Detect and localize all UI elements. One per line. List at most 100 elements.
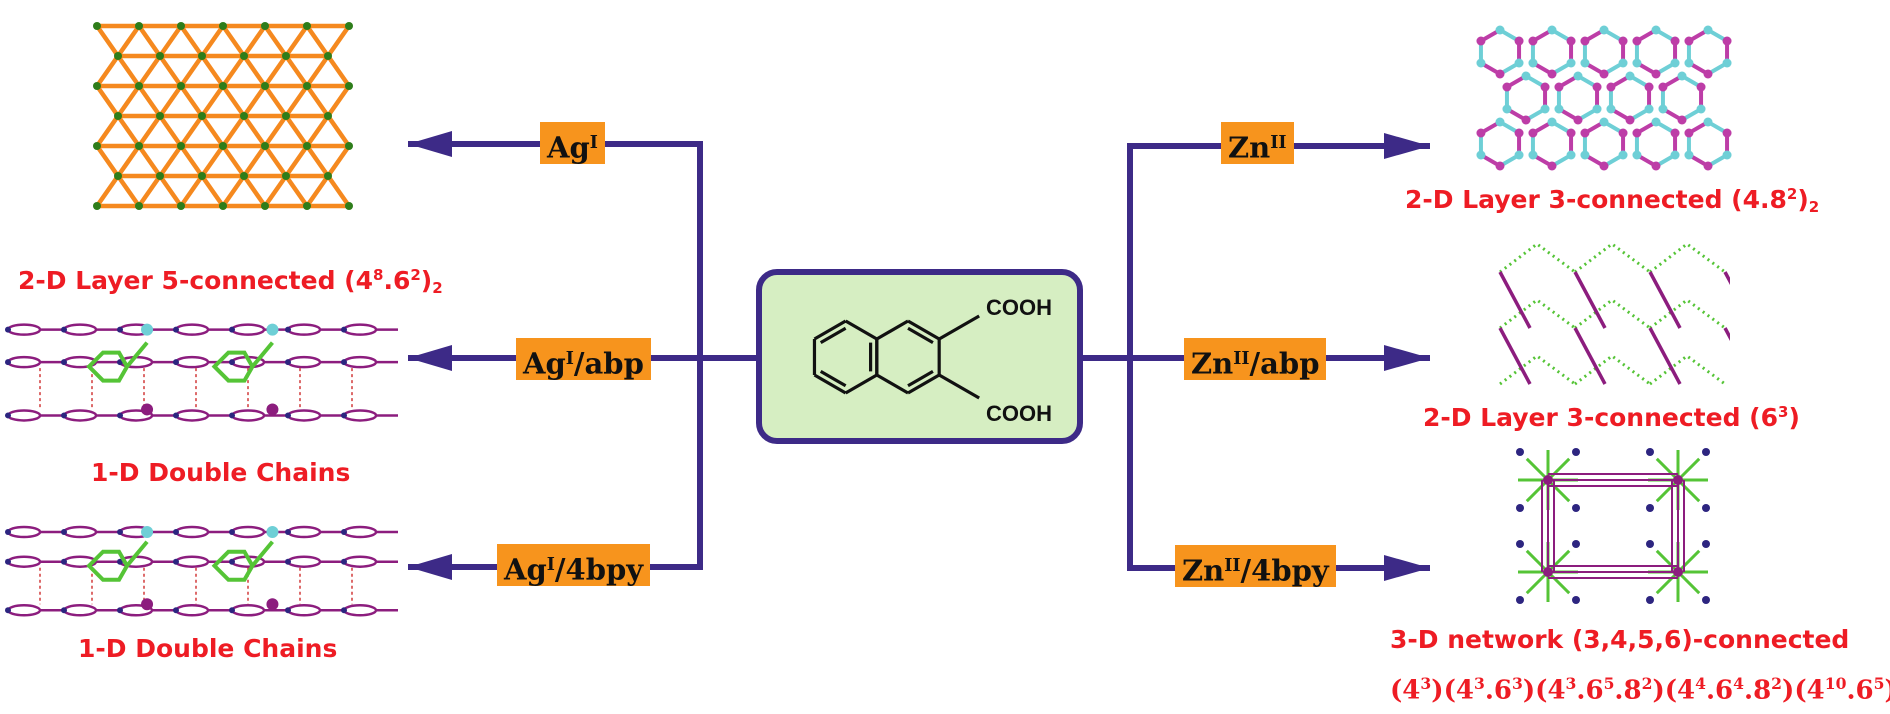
double-bond (819, 370, 847, 388)
lattice-node (114, 112, 122, 120)
lattice-node (93, 22, 101, 30)
lattice-node (261, 202, 269, 210)
chain-atom (61, 529, 67, 535)
honeycomb-node (1514, 58, 1524, 68)
cluster-node (1572, 596, 1580, 604)
chain-atom (61, 558, 67, 565)
lattice-node (177, 202, 185, 210)
lattice-node (303, 22, 311, 30)
lattice-bond (221, 114, 246, 148)
lattice-bond (221, 54, 246, 88)
herringbone-linker (1573, 271, 1607, 329)
lattice-bond (137, 114, 162, 148)
formula-part: )(4 (1431, 675, 1474, 706)
chain-ring (230, 409, 266, 422)
honeycomb-node (1495, 161, 1505, 171)
lattice-node (240, 172, 248, 180)
cooh-top-bond (938, 314, 980, 341)
lattice-bond (200, 174, 225, 208)
honeycomb-node (1651, 25, 1661, 35)
chain-atom (173, 607, 179, 614)
honeycomb-node (1573, 71, 1583, 81)
ag-4bpy-chains-image (5, 525, 398, 617)
lattice-bond (326, 54, 351, 88)
formula-exponent: 4 (1733, 674, 1745, 693)
honeycomb-node (1476, 36, 1486, 46)
formula-exponent: 10 (1824, 674, 1847, 693)
cluster-node (1572, 540, 1580, 548)
lattice-node (324, 52, 332, 60)
label-ag-abp: AgI/abp (516, 338, 651, 381)
lattice-bond (200, 24, 225, 58)
chain-ring (342, 604, 378, 617)
ag-4bpy-chain-structure (0, 505, 418, 640)
chain-atom (341, 558, 347, 565)
chain-atom (285, 412, 291, 419)
ligand-fragment (211, 350, 255, 383)
label-zn-4bpy-metal: Zn (1182, 553, 1225, 588)
formula-exponent: 2 (1641, 674, 1653, 693)
lattice-bond (305, 114, 330, 148)
formula-exponent: 3 (1511, 674, 1523, 693)
label-ag: AgI (540, 122, 605, 165)
cluster-node (1702, 596, 1710, 604)
honeycomb-node (1580, 150, 1590, 160)
formula-part: )(4 (1522, 675, 1566, 706)
honeycomb-node (1696, 104, 1706, 114)
honeycomb-node (1514, 128, 1524, 138)
zn-2d-layer-structure (1470, 24, 1745, 179)
lattice-node (135, 202, 143, 210)
chain-ring (62, 604, 98, 617)
zn-abp-layer-structure (1490, 238, 1757, 390)
honeycomb-node (1677, 71, 1687, 81)
lattice-node (345, 142, 353, 150)
lattice-bond (242, 174, 267, 208)
chain-ring (342, 409, 378, 422)
lattice-bond (305, 174, 330, 208)
formula-part: .6 (1576, 675, 1604, 706)
honeycomb-node (1670, 36, 1680, 46)
lattice-bond (95, 24, 120, 58)
honeycomb-node (1684, 58, 1694, 68)
chain-ring (174, 525, 210, 539)
herringbone-chain (1649, 242, 1726, 274)
caption-ag-layer: 2-D Layer 5-connected (48.62)2 (18, 268, 443, 296)
honeycomb-node (1670, 58, 1680, 68)
arrowhead-left (408, 131, 452, 157)
honeycomb-node (1684, 150, 1694, 160)
honeycomb-node (1502, 82, 1512, 92)
caption-zn-layer: 2-D Layer 3-connected (4.82)2 (1405, 187, 1819, 215)
lattice-bond (116, 24, 141, 58)
herringbone-linker (1723, 271, 1757, 329)
lattice-node (324, 112, 332, 120)
honeycomb-node (1618, 58, 1628, 68)
left-ring-bond (813, 373, 847, 395)
caption-ag-4bpy: 1-D Double Chains (78, 634, 338, 663)
lattice-node (282, 52, 290, 60)
cluster-node (1516, 540, 1524, 548)
caption-zn-layer-close: ) (1797, 185, 1809, 214)
lattice-bond (263, 54, 288, 88)
honeycomb-node (1599, 117, 1609, 127)
honeycomb-node (1540, 82, 1550, 92)
chain-atom (341, 607, 347, 614)
chain-ring (62, 323, 98, 336)
chain-atom (5, 412, 11, 419)
cluster-node (1646, 596, 1654, 604)
honeycomb-node (1495, 69, 1505, 79)
label-zn-4bpy: ZnII/4bpy (1175, 545, 1336, 588)
cluster-node (1516, 596, 1524, 604)
herringbone-chain (1499, 298, 1576, 330)
arrowhead-left (408, 345, 452, 371)
honeycomb-node (1606, 82, 1616, 92)
lattice-bond (137, 144, 162, 178)
ligand-fragment (86, 549, 130, 582)
lattice-bond (284, 84, 309, 118)
herringbone-linker (1573, 327, 1607, 385)
lattice-bond (284, 24, 309, 58)
chain-ring (174, 604, 210, 617)
chain-ring (286, 409, 322, 422)
honeycomb-node (1566, 150, 1576, 160)
honeycomb-node (1528, 128, 1538, 138)
